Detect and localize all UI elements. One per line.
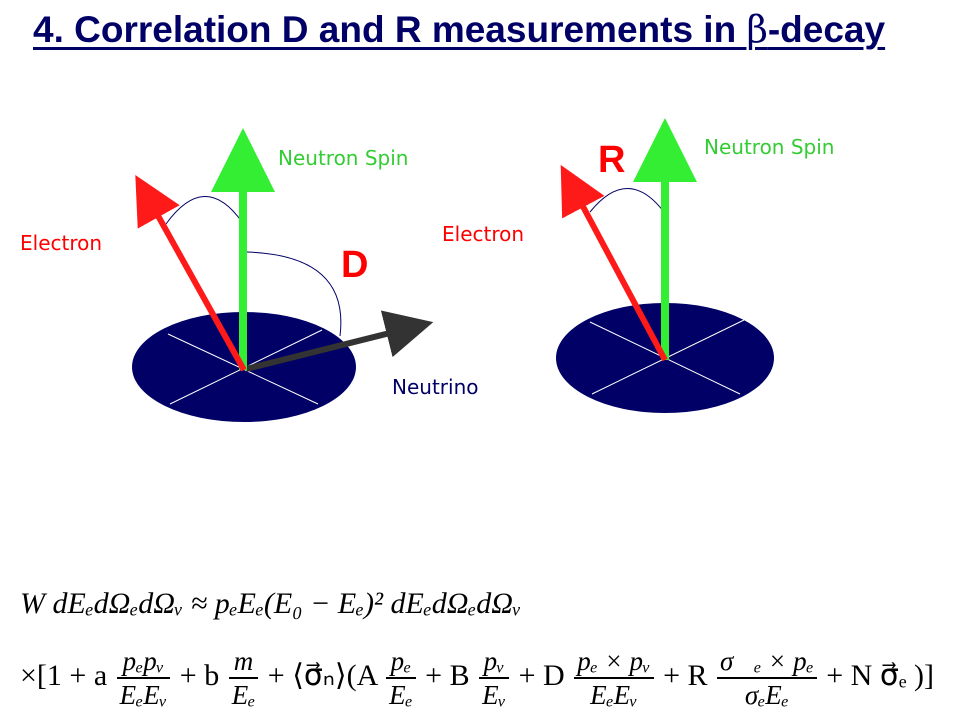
fraction-A-den: Eₑ xyxy=(389,680,413,710)
angle-arc-spin-electron-left xyxy=(165,196,243,225)
formula-R: + R xyxy=(663,658,708,692)
coefficient-d-label: D xyxy=(341,244,368,286)
fraction-R-num: σ⃗ₑ × pₑ xyxy=(717,645,817,679)
neutron-spin-label-left: Neutron Spin xyxy=(278,146,408,170)
beta-symbol: β xyxy=(746,8,768,51)
coefficient-r-label: R xyxy=(598,139,625,181)
formula-b: + b xyxy=(179,658,220,692)
formula-D: + D xyxy=(518,658,565,692)
title-text: 4. Correlation D and R measurements in xyxy=(33,9,747,50)
fraction-a-den: EₑEᵥ xyxy=(119,680,168,710)
formula-line-1: W dEₑdΩₑdΩᵥ ≈ pₑEₑ(E₀ − Eₑ)² dEₑdΩₑdΩᵥ xyxy=(20,587,522,620)
fraction-b-den: Eₑ xyxy=(231,680,256,710)
fraction-B-den: Eᵥ xyxy=(482,680,507,710)
fraction-B-num: pᵥ xyxy=(479,645,510,679)
correlation-diagrams: Neutron Spin Electron Neutrino D Neutron… xyxy=(20,118,834,422)
formula-end: + N σ⃗ₑ )] xyxy=(826,658,935,692)
fraction-D-num: pₑ × pᵥ xyxy=(574,645,654,679)
neutrino-label: Neutrino xyxy=(392,375,478,399)
angle-arc-spin-neutrino-left xyxy=(245,251,342,337)
diagram-r: Neutron Spin Electron R xyxy=(442,118,834,413)
fraction-a-num: pₑpᵥ xyxy=(116,645,171,679)
decay-rate-formula: W dEₑdΩₑdΩᵥ ≈ pₑEₑ(E₀ − Eₑ)² dEₑdΩₑdΩᵥ ×… xyxy=(0,575,960,720)
formula-prefix: ×[1 + a xyxy=(20,658,108,692)
fraction-b-num: m xyxy=(228,645,259,679)
neutrino-arrow xyxy=(245,310,434,372)
electron-label-right: Electron xyxy=(442,222,524,246)
fraction-D-den: EₑEᵥ xyxy=(590,680,638,710)
angle-arc-spin-electron-right xyxy=(589,188,665,213)
electron-label-left: Electron xyxy=(20,231,102,255)
fraction-R-den: σₑEₑ xyxy=(744,680,789,710)
slide-title: 4. Correlation D and R measurements in β… xyxy=(33,6,933,54)
electron-arrow-left xyxy=(135,175,247,372)
fraction-A-num: pₑ xyxy=(386,645,416,679)
electron-arrow-right xyxy=(560,164,668,362)
formula-B: + B xyxy=(425,658,470,692)
formula-sigma: + ⟨σ⃗ₙ⟩(A xyxy=(267,658,377,692)
title-suffix: -decay xyxy=(767,9,886,50)
diagram-d: Neutron Spin Electron Neutrino D xyxy=(20,128,478,422)
neutron-spin-label-right: Neutron Spin xyxy=(704,135,834,159)
